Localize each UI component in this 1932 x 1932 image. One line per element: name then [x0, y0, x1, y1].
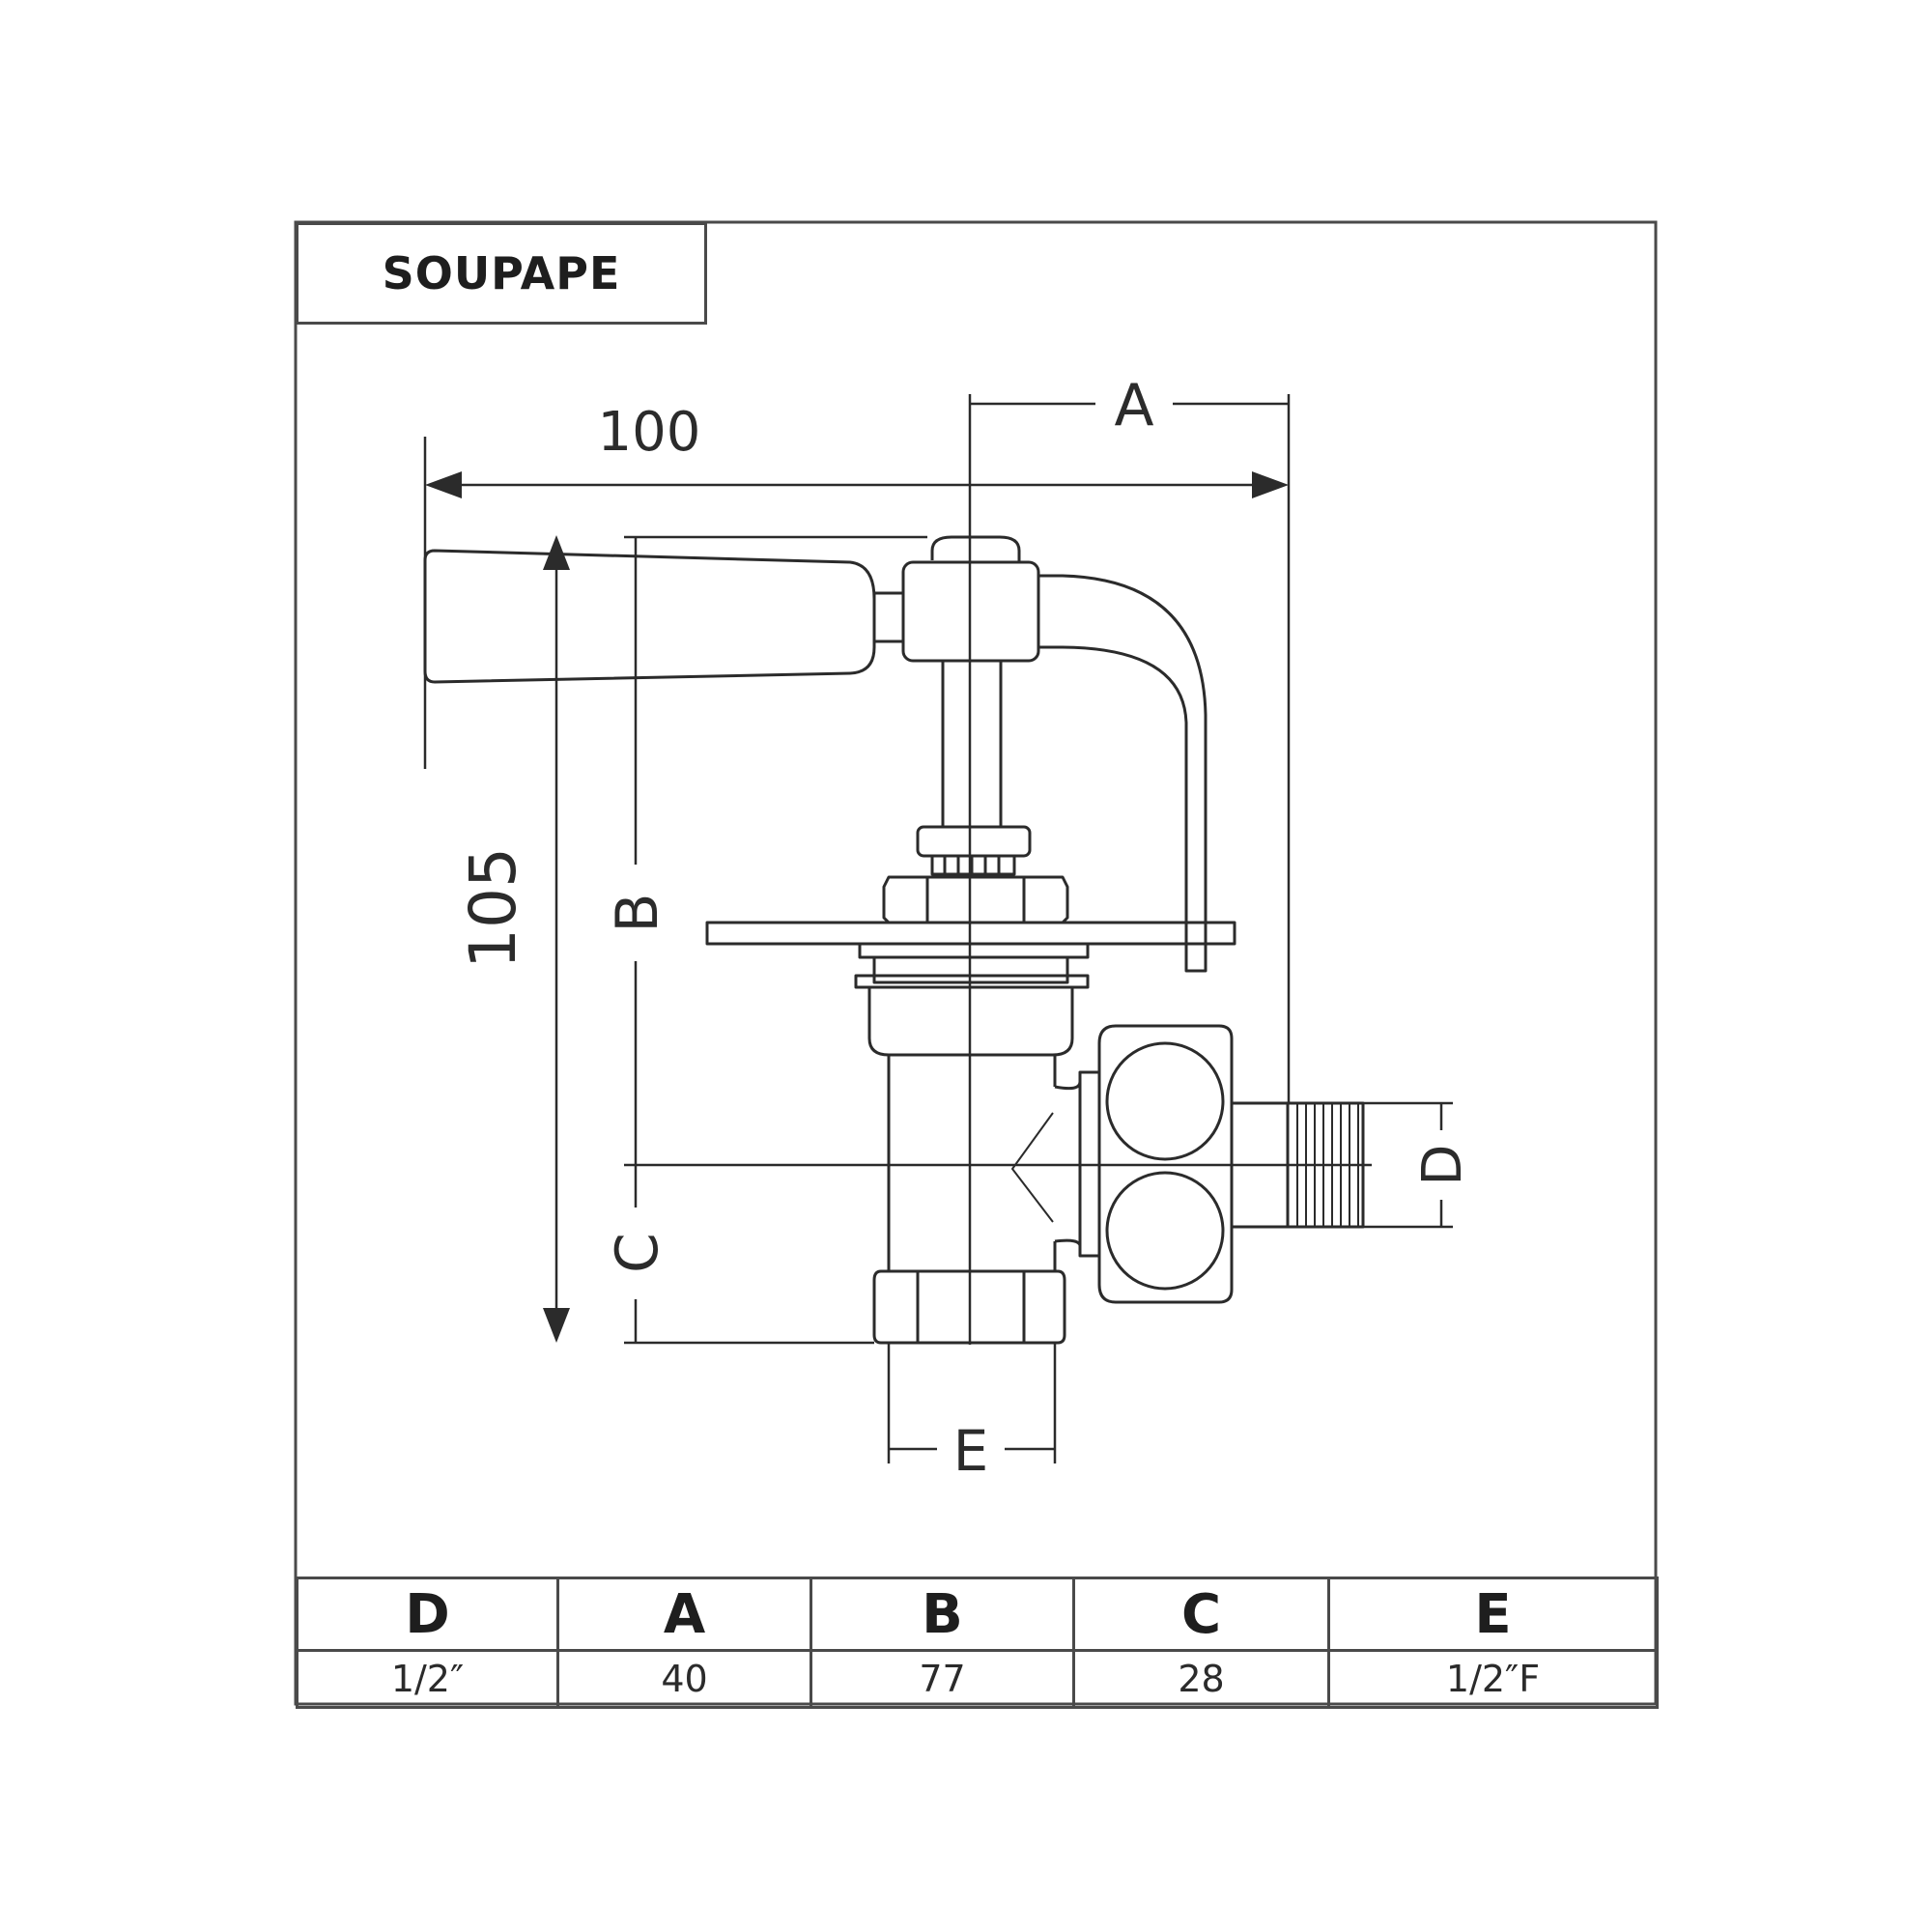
gland-nut [916, 825, 1032, 858]
table-header-cell: B [810, 1577, 1075, 1652]
spec-table: D A B C E 1/2″ 40 77 28 1/2″F [296, 1577, 1659, 1709]
body-neck [867, 985, 1074, 1057]
title-box: SOUPAPE [296, 222, 707, 325]
bottom-hex-nut [872, 1269, 1066, 1345]
drawing-title: SOUPAPE [382, 247, 621, 299]
lever-arm [1038, 574, 1208, 973]
valve-seat [1011, 1112, 1054, 1223]
dimension-d-label: D [1411, 1144, 1474, 1185]
table-cell: 77 [810, 1649, 1075, 1709]
gland-thread [930, 854, 1016, 876]
handle-collar [872, 591, 905, 643]
valve-body [423, 535, 1365, 1345]
lever-handle [423, 549, 876, 684]
spindle [941, 659, 1003, 829]
dimension-100-label: 100 [598, 401, 701, 464]
table-row: 1/2″ 40 77 28 1/2″F [296, 1649, 1659, 1709]
dimension-lines [423, 394, 1453, 1463]
table-header-row: D A B C E [296, 1577, 1659, 1652]
dimension-c-label: C [604, 1233, 671, 1273]
table-header-cell: A [556, 1577, 812, 1652]
table-header-cell: C [1072, 1577, 1330, 1652]
union-nut [1097, 1024, 1234, 1304]
table-cell: 1/2″F [1327, 1649, 1659, 1709]
dimension-e-label: E [953, 1418, 989, 1484]
table-cell: 40 [556, 1649, 812, 1709]
table-cell: 1/2″ [296, 1649, 559, 1709]
table-cell: 28 [1072, 1649, 1330, 1709]
union-lobe-top [1105, 1041, 1225, 1161]
dimension-105-label: 105 [456, 847, 530, 969]
center-lines [624, 394, 1372, 1345]
union-lobe-bottom [1105, 1171, 1225, 1291]
dimension-b-label: B [604, 893, 671, 932]
table-header-cell: D [296, 1577, 559, 1652]
dimension-a-label: A [1114, 372, 1153, 440]
table-header-cell: E [1327, 1577, 1659, 1652]
bonnet-nut [882, 875, 1069, 924]
valve-body-vertical [887, 1055, 1057, 1270]
spindle-cap [930, 535, 1021, 562]
